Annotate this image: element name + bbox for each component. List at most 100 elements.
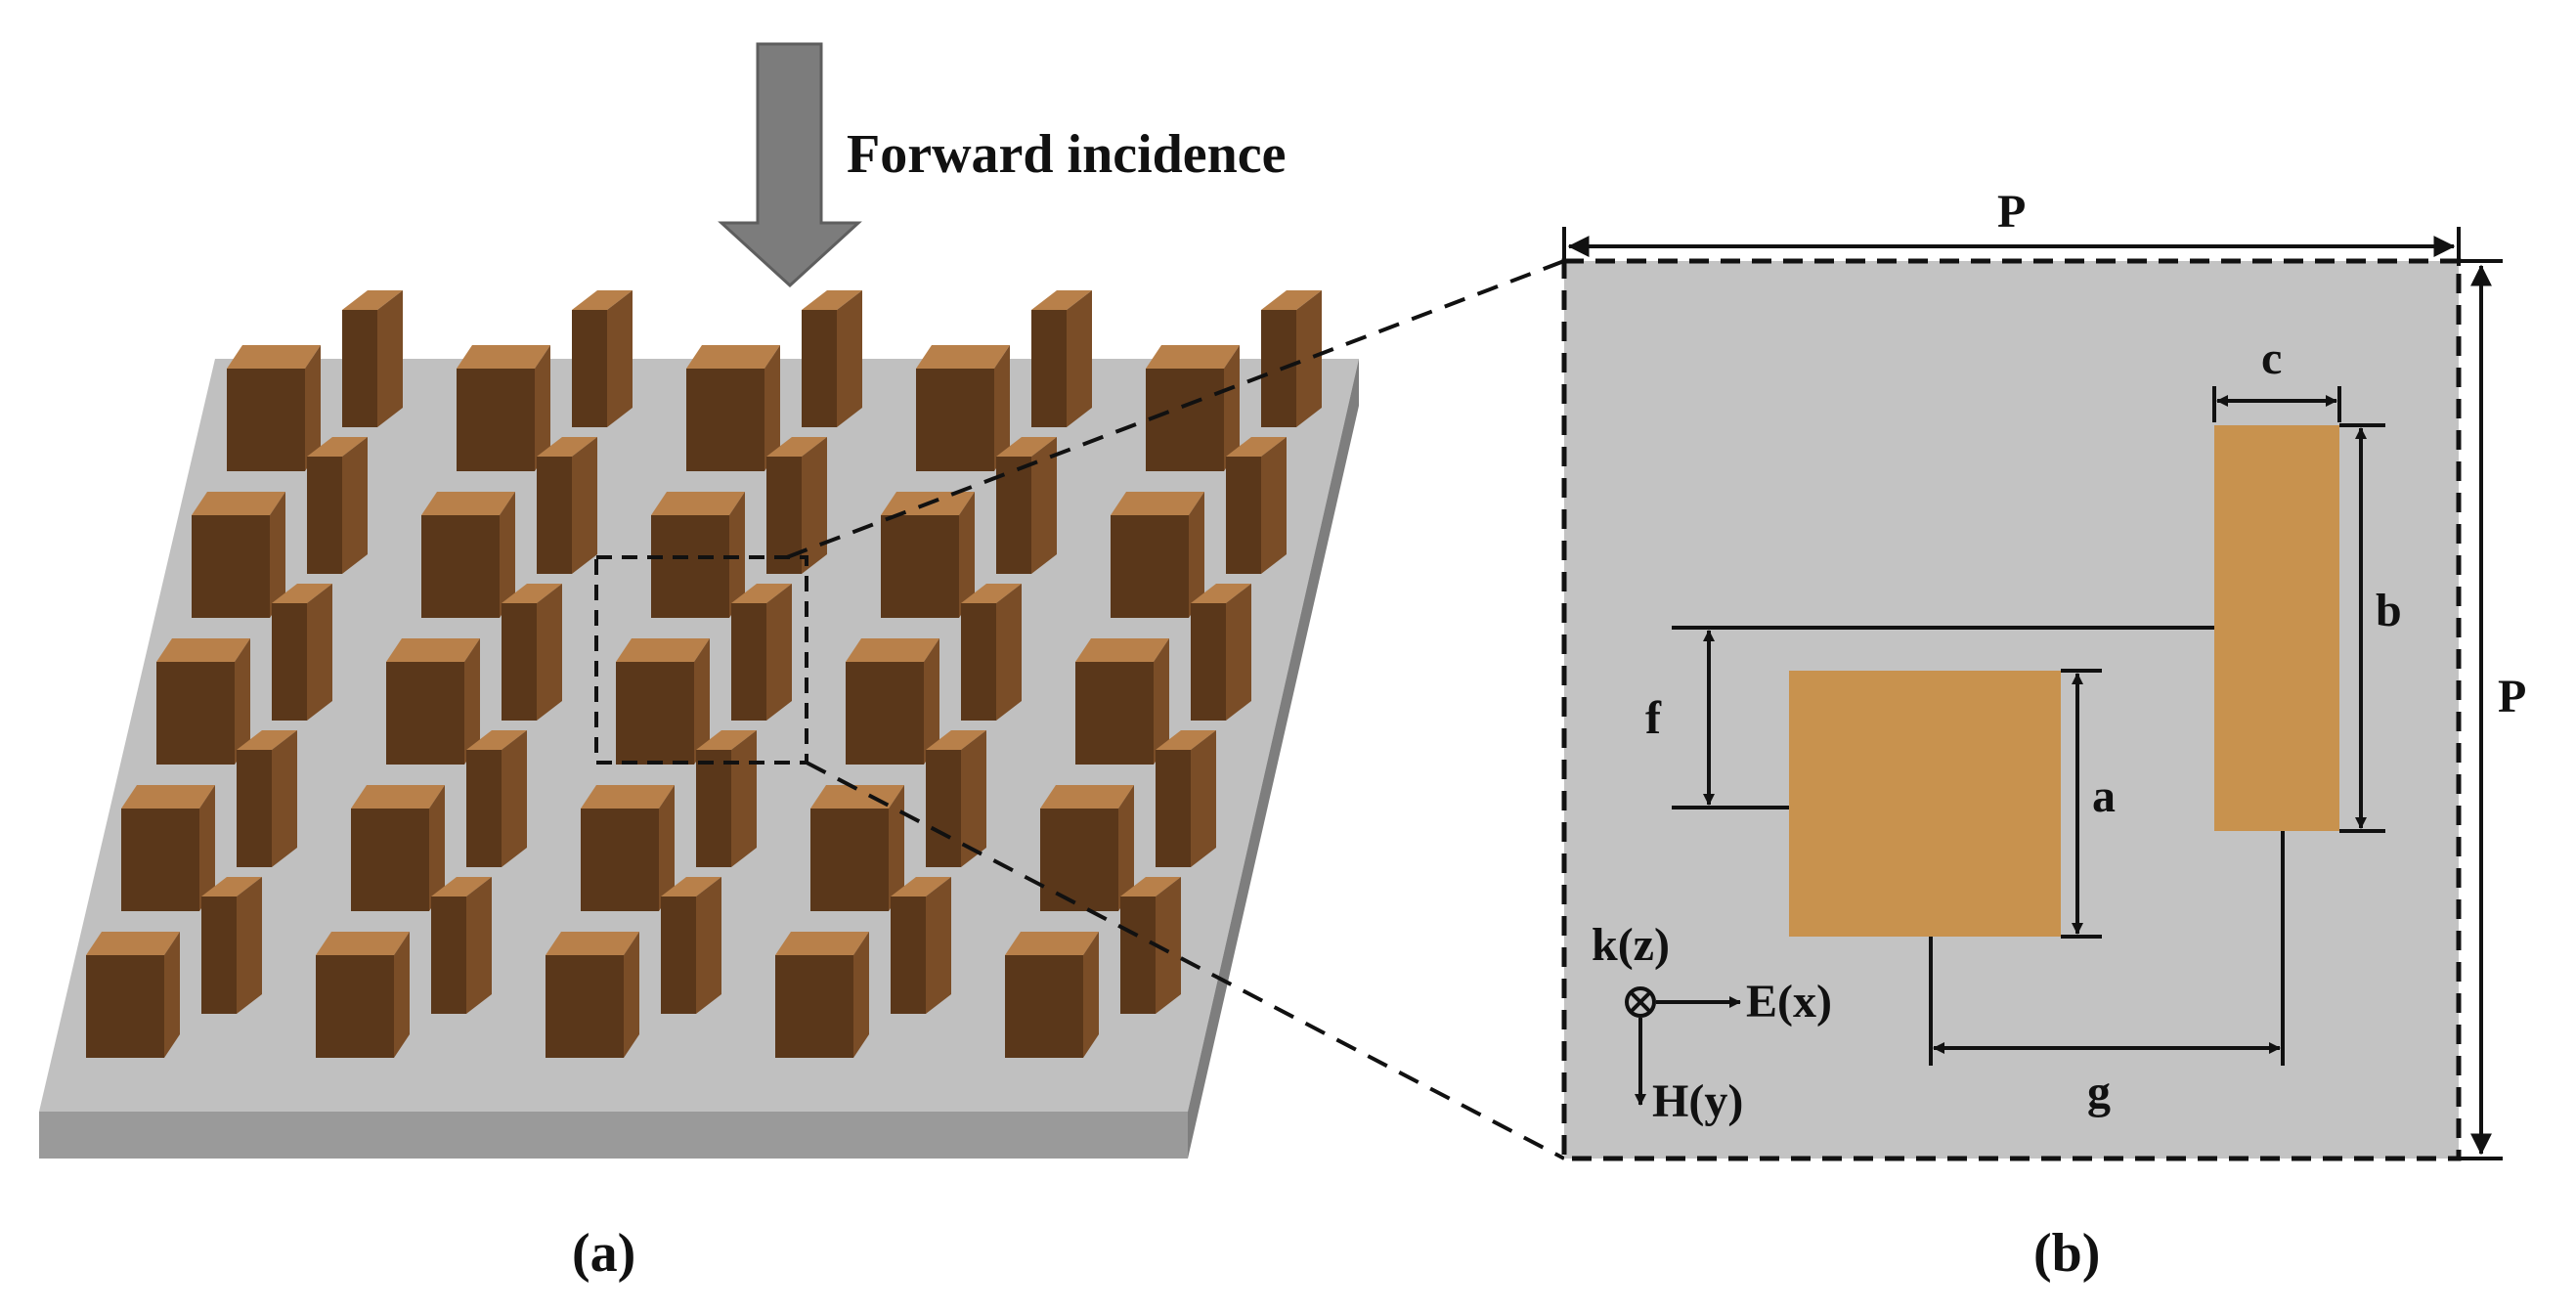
- square-block-side-face: [394, 932, 410, 1058]
- bar-block-top-face: [307, 437, 368, 457]
- square-block-side-face: [1224, 345, 1240, 471]
- label-p-right: P: [2498, 671, 2526, 722]
- square-block-front-face: [156, 662, 235, 765]
- bar-block-front-face: [661, 897, 696, 1014]
- square-block-front-face: [916, 369, 994, 471]
- square-block-top-face: [351, 785, 445, 809]
- square-block-front-face: [581, 809, 659, 911]
- bar-block-top-face: [731, 584, 792, 603]
- bar-block-side-face: [926, 877, 951, 1014]
- square-block-top-face: [581, 785, 675, 809]
- label-k: k(z): [1592, 919, 1670, 971]
- square-block-top-face: [421, 492, 515, 515]
- bar-block-top-face: [926, 730, 986, 750]
- bar-block-side-face: [342, 437, 368, 574]
- label-p-top: P: [1997, 186, 2026, 238]
- bar-block-side-face: [237, 877, 262, 1014]
- bar-block-top-face: [1191, 584, 1251, 603]
- square-block-side-face: [1189, 492, 1204, 618]
- block-bar: [2214, 425, 2339, 831]
- bar-block-side-face: [731, 730, 757, 867]
- bar-block-front-face: [802, 310, 837, 427]
- bar-block-front-face: [572, 310, 607, 427]
- label-g: g: [2087, 1067, 2111, 1118]
- square-block-side-face: [1083, 932, 1099, 1058]
- bar-block-front-face: [1120, 897, 1156, 1014]
- square-block-front-face: [457, 369, 535, 471]
- bar-block-side-face: [1156, 877, 1181, 1014]
- square-block-top-face: [846, 638, 939, 662]
- square-block-top-face: [546, 932, 639, 955]
- bar-block-top-face: [342, 290, 403, 310]
- bar-block-side-face: [537, 584, 562, 721]
- bar-block-front-face: [996, 457, 1031, 574]
- bar-block-front-face: [766, 457, 802, 574]
- bar-block-top-face: [201, 877, 262, 897]
- square-block-front-face: [686, 369, 764, 471]
- bar-block-front-face: [1261, 310, 1296, 427]
- square-block-side-face: [429, 785, 445, 911]
- square-block-front-face: [1075, 662, 1154, 765]
- square-block-front-face: [86, 955, 164, 1058]
- bar-block-top-face: [237, 730, 297, 750]
- bar-block-front-face: [926, 750, 961, 867]
- bar-block-side-face: [377, 290, 403, 427]
- bar-block-top-face: [537, 437, 597, 457]
- bar-block-front-face: [201, 897, 237, 1014]
- zoom-connectors: [786, 259, 1565, 1160]
- bar-block-side-face: [607, 290, 633, 427]
- square-block-side-face: [535, 345, 550, 471]
- panel-b: P P c b a f g k(z) E(x) H(y) (b): [1561, 186, 2526, 1284]
- square-block-top-face: [1075, 638, 1169, 662]
- square-block-front-face: [775, 955, 853, 1058]
- bar-block-top-face: [961, 584, 1022, 603]
- bar-block-side-face: [766, 584, 792, 721]
- square-block-top-face: [1040, 785, 1134, 809]
- square-block-top-face: [651, 492, 745, 515]
- square-block-side-face: [659, 785, 675, 911]
- square-block-top-face: [1146, 345, 1240, 369]
- square-block-side-face: [853, 932, 869, 1058]
- bar-block-side-face: [961, 730, 986, 867]
- bar-block-front-face: [502, 603, 537, 721]
- square-block-top-face: [916, 345, 1010, 369]
- square-block-top-face: [227, 345, 321, 369]
- bar-block-side-face: [1261, 437, 1287, 574]
- square-block-top-face: [156, 638, 250, 662]
- bar-block-front-face: [1156, 750, 1191, 867]
- square-block-side-face: [729, 492, 745, 618]
- square-block-top-face: [86, 932, 180, 955]
- square-block-side-face: [1154, 638, 1169, 765]
- square-block-top-face: [810, 785, 904, 809]
- bar-block-side-face: [1296, 290, 1322, 427]
- bar-block-front-face: [307, 457, 342, 574]
- square-block-side-face: [500, 492, 515, 618]
- incidence-arrow: [718, 42, 862, 288]
- block-square: [1789, 671, 2061, 937]
- caption-a: (a): [572, 1223, 635, 1284]
- square-block-side-face: [199, 785, 215, 911]
- square-block-front-face: [421, 515, 500, 618]
- bar-block-top-face: [466, 730, 527, 750]
- square-block-front-face: [192, 515, 270, 618]
- square-block-front-face: [386, 662, 464, 765]
- square-block-top-face: [316, 932, 410, 955]
- bar-block-top-face: [572, 290, 633, 310]
- bar-block-top-face: [1120, 877, 1181, 897]
- label-a: a: [2092, 770, 2116, 822]
- square-block-side-face: [164, 932, 180, 1058]
- square-block-front-face: [1111, 515, 1189, 618]
- square-block-side-face: [235, 638, 250, 765]
- square-block-side-face: [924, 638, 939, 765]
- substrate-side: [1188, 359, 1359, 1159]
- bar-block-front-face: [466, 750, 502, 867]
- bar-block-front-face: [272, 603, 307, 721]
- square-block-front-face: [121, 809, 199, 911]
- square-block-top-face: [686, 345, 780, 369]
- square-block-top-face: [457, 345, 550, 369]
- square-block-front-face: [1005, 955, 1083, 1058]
- bar-block-side-face: [272, 730, 297, 867]
- square-block-front-face: [351, 809, 429, 911]
- bar-block-top-face: [891, 877, 951, 897]
